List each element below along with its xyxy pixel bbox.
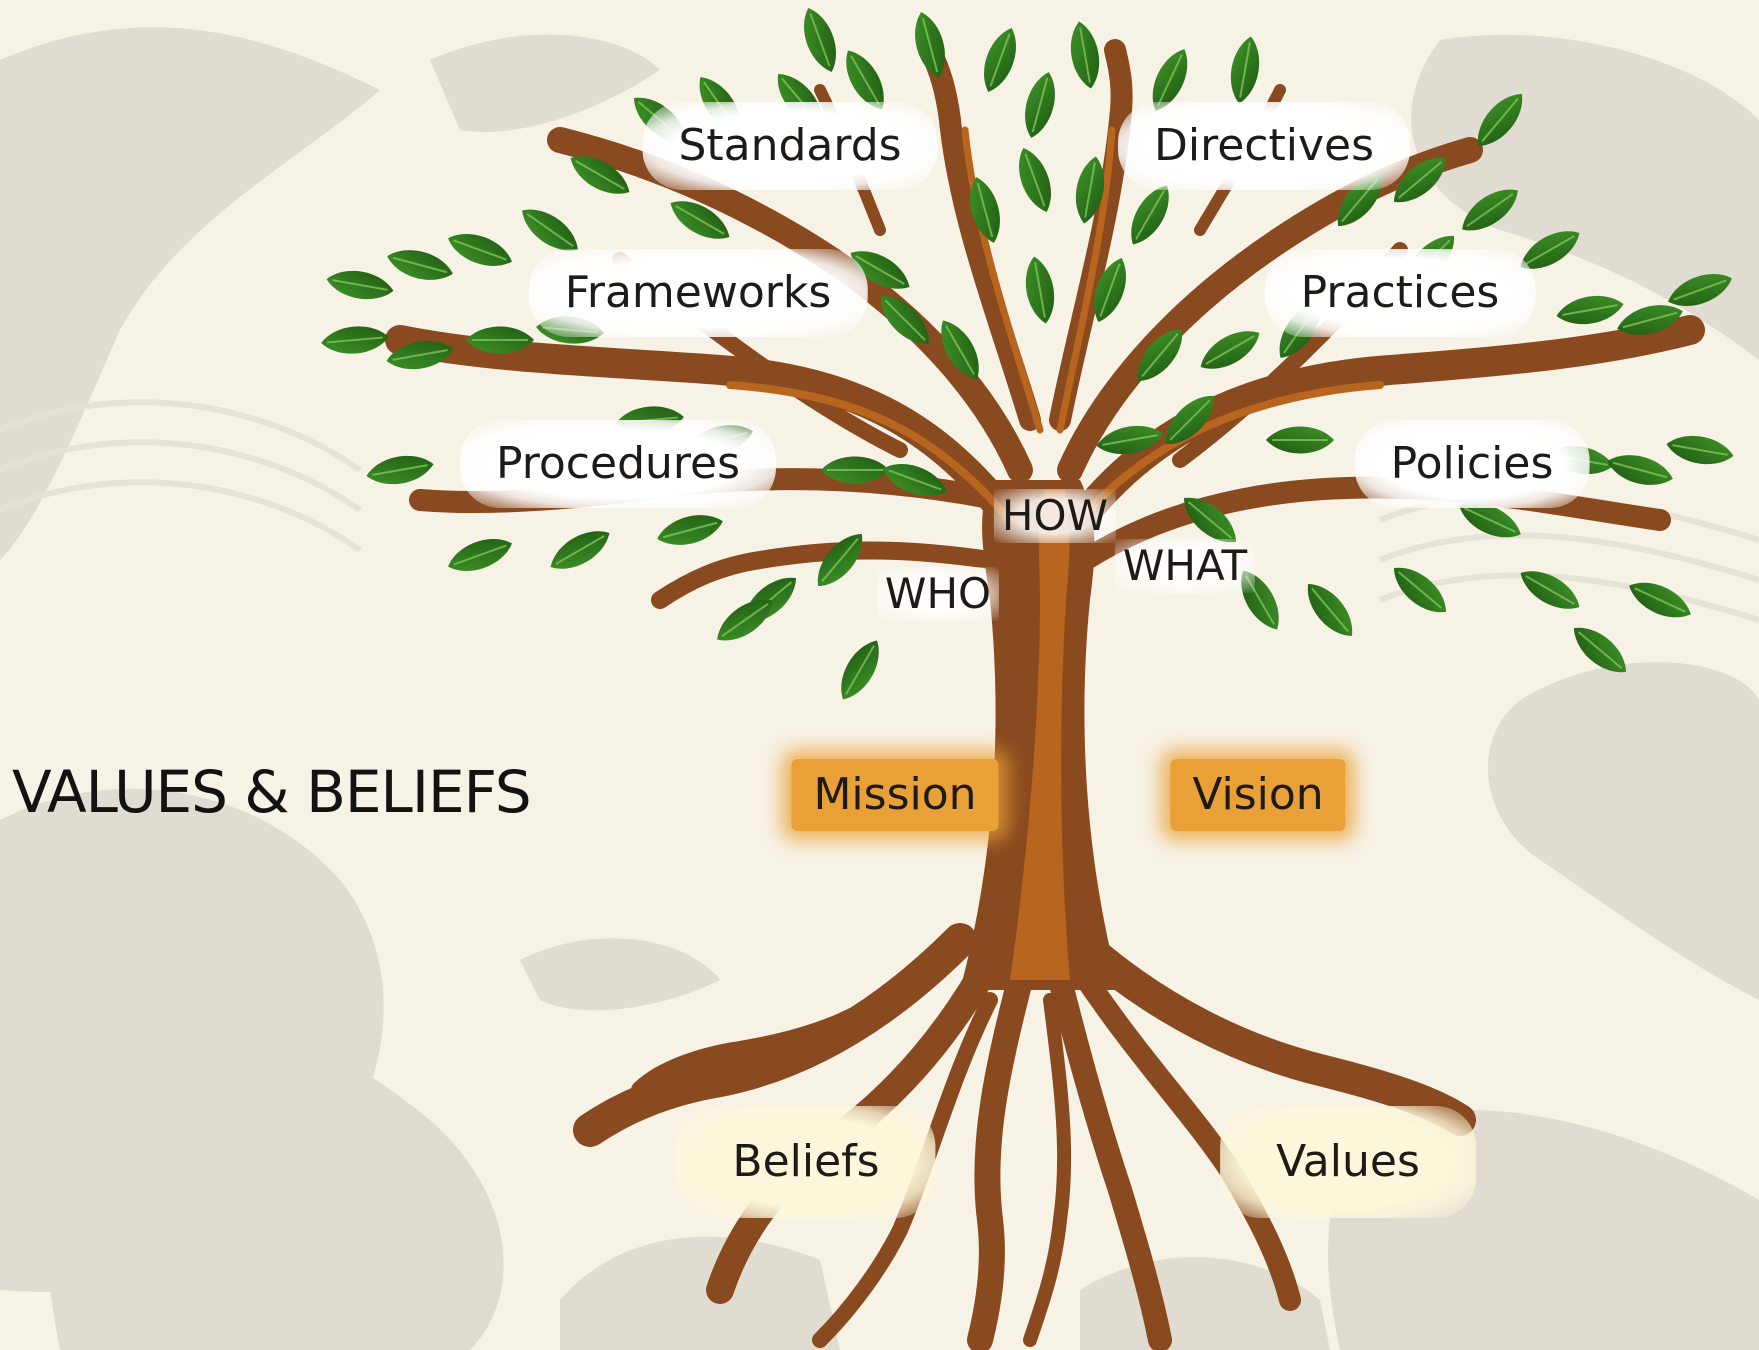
branch-label-procedures: Procedures — [460, 420, 776, 508]
question-label-how: HOW — [993, 489, 1117, 543]
question-label-what: WHAT — [1114, 539, 1256, 593]
leaf-vein — [662, 521, 718, 539]
leaf-vein — [1397, 571, 1443, 609]
leaf-vein — [526, 213, 574, 247]
root-label-beliefs: Beliefs — [676, 1106, 936, 1218]
leaf-vein — [845, 645, 875, 695]
leaf-vein — [453, 239, 507, 261]
leaf-vein — [675, 205, 725, 235]
question-label-who: WHO — [876, 567, 1000, 621]
leaf-vein — [392, 349, 448, 361]
leaf-vein — [1481, 97, 1519, 143]
branch-label-practices: Practices — [1264, 249, 1536, 337]
leaf-vein — [1525, 575, 1575, 605]
trunk-label-vision: Vision — [1170, 759, 1346, 831]
leaf-vein — [1464, 507, 1516, 533]
leaf-vein — [884, 299, 926, 341]
leaf-vein — [976, 182, 994, 238]
page-title: VALUES & BELIEFS — [12, 758, 532, 826]
leaf-vein — [821, 537, 859, 583]
leaf-vein — [1612, 461, 1668, 479]
leaf-vein — [1239, 42, 1251, 98]
leaf-vein — [1622, 311, 1678, 329]
leaf-vein — [1311, 587, 1349, 633]
leaf-vein — [1577, 631, 1623, 669]
branch-label-standards: Standards — [642, 102, 938, 190]
leaf-vein — [850, 55, 880, 105]
leaf-vein — [1102, 434, 1158, 446]
leaf-vein — [1024, 153, 1046, 207]
leaf-vein — [1079, 27, 1091, 83]
branch-label-frameworks: Frameworks — [528, 249, 868, 337]
leaf-vein — [555, 535, 605, 565]
leaf-vein — [1397, 161, 1443, 199]
leaf-vein — [1034, 262, 1046, 318]
leaf-vein — [1673, 279, 1727, 301]
leaf-vein — [1031, 77, 1049, 133]
leaf-vein — [1099, 263, 1121, 317]
leaf-vein — [721, 603, 769, 637]
leaf-vein — [1205, 335, 1255, 365]
leaf-vein — [809, 13, 831, 67]
leaf-vein — [989, 33, 1011, 87]
root-label-values: Values — [1220, 1106, 1476, 1218]
leaf-vein — [921, 17, 939, 73]
leaf-vein — [1157, 54, 1183, 106]
branch-label-directives: Directives — [1118, 102, 1410, 190]
leaf-vein — [1141, 332, 1179, 378]
leaf-vein — [1169, 399, 1211, 441]
branch-label-policies: Policies — [1354, 420, 1590, 508]
tree-roots — [573, 923, 1476, 1350]
leaf-vein — [1466, 193, 1514, 227]
trunk-label-mission: Mission — [791, 759, 999, 831]
leaf-vein — [1672, 444, 1728, 456]
leaf-vein — [327, 336, 383, 344]
leaf-vein — [1525, 235, 1575, 265]
leaf-vein — [1634, 587, 1686, 613]
leaf-vein — [1187, 501, 1233, 539]
leaf-vein — [575, 160, 625, 190]
leaf-vein — [888, 469, 942, 491]
leaf-vein — [1084, 162, 1096, 218]
leaf-vein — [855, 255, 905, 285]
leaf-vein — [453, 544, 507, 566]
leaf-vein — [392, 256, 448, 274]
leaf-vein — [945, 325, 975, 375]
leaf-vein — [332, 279, 388, 291]
leaf-vein — [1562, 304, 1618, 316]
leaf-vein — [1135, 190, 1165, 240]
leaf-vein — [372, 464, 428, 476]
tree-trunk — [960, 480, 1120, 990]
